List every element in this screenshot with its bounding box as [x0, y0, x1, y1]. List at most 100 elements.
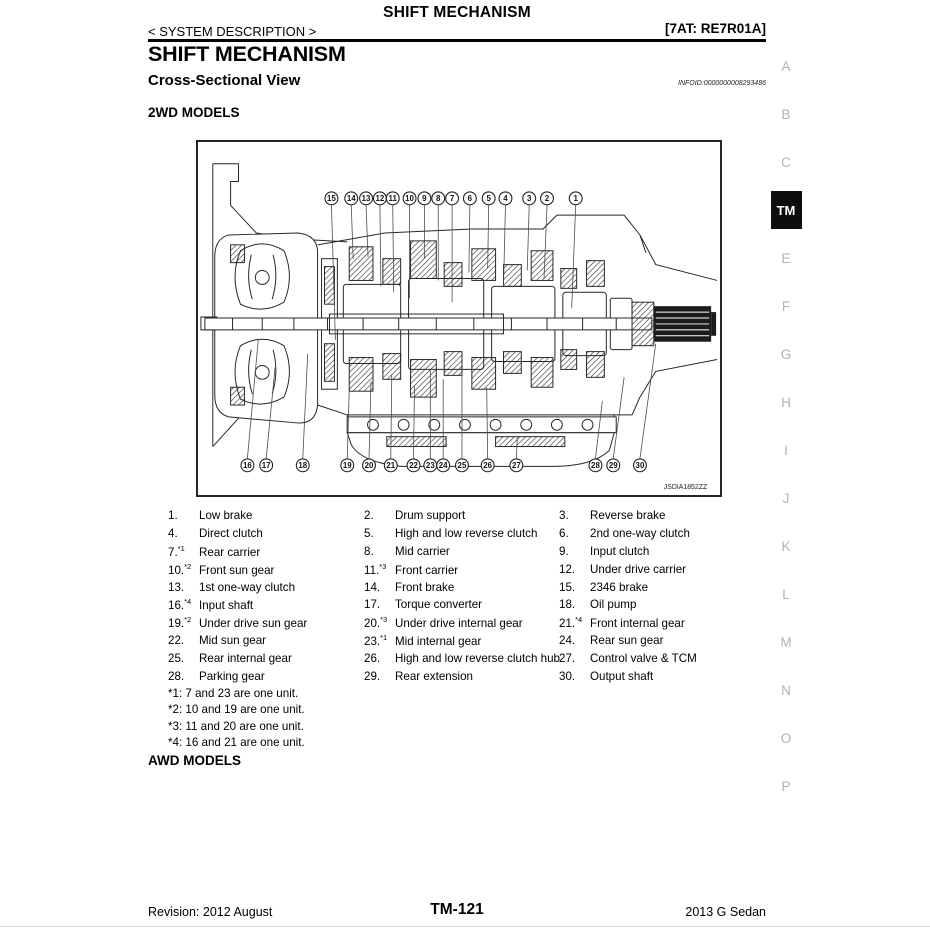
section-letter: H	[781, 394, 791, 410]
section-tab-f[interactable]: F	[766, 282, 806, 330]
footnote: *3: 11 and 20 are one unit.	[168, 719, 304, 733]
callout-6: 6	[468, 194, 473, 203]
callout-17	[259, 458, 274, 473]
callout-18: 18	[298, 461, 307, 470]
callout-1: 1	[573, 194, 578, 203]
model-code-label: [7AT: RE7R01A]	[664, 21, 766, 36]
callout-14: 14	[347, 194, 356, 203]
callout-21	[390, 375, 393, 459]
callout-9: 9	[422, 194, 427, 203]
legend-item: 8.Mid carrier	[364, 544, 450, 558]
callout-26	[486, 387, 489, 459]
section-tab-k[interactable]: K	[766, 522, 806, 570]
legend-item: 26.High and low reverse clutch hub	[364, 651, 560, 665]
callout-27	[515, 436, 518, 459]
callout-16	[247, 339, 259, 459]
callout-25	[454, 458, 469, 473]
legend-item: 25.Rear internal gear	[168, 651, 292, 665]
callout-22	[406, 458, 421, 473]
page-title: SHIFT MECHANISM	[148, 42, 346, 66]
legend-item: 3.Reverse brake	[559, 509, 666, 523]
callout-14	[344, 191, 359, 206]
infoid-label: INFOID:0000000008293486	[678, 80, 766, 87]
callout-6	[462, 191, 477, 206]
section-tab-b[interactable]: B	[766, 90, 806, 138]
callout-15	[324, 191, 339, 206]
callout-2: 2	[545, 194, 550, 203]
callout-10	[402, 191, 417, 206]
callout-20: 20	[365, 461, 374, 470]
section-tab-j[interactable]: J	[766, 474, 806, 522]
section-tab-tm[interactable]: TM	[766, 186, 806, 234]
oil-pan-control-valve	[346, 416, 617, 467]
callout-16: 16	[243, 461, 252, 470]
callout-1	[568, 191, 583, 206]
callout-13	[359, 191, 374, 206]
section-tab-m[interactable]: M	[766, 618, 806, 666]
callout-2	[540, 191, 554, 206]
callout-11	[392, 205, 395, 293]
legend-item: 15.2346 brake	[559, 580, 649, 594]
callout-17: 17	[262, 461, 271, 470]
cross-section-drawing: 1514131211109876543211617181920212223242…	[200, 163, 718, 491]
callout-15	[331, 205, 336, 340]
legend-item: 18.Oil pump	[559, 598, 637, 612]
callout-14	[350, 205, 354, 259]
breadcrumb-section-link[interactable]: < SYSTEM DESCRIPTION >	[148, 24, 317, 39]
legend-item: 9.Input clutch	[559, 544, 650, 558]
section-letter: P	[781, 778, 791, 794]
callout-27: 27	[512, 461, 521, 470]
clutch-packs-lower	[348, 349, 605, 398]
footnote: *2: 10 and 19 are one unit.	[168, 703, 305, 717]
footer-revision: Revision: 2012 August	[148, 905, 273, 919]
active-section-badge: TM	[770, 191, 802, 229]
section-tab-a[interactable]: A	[766, 42, 806, 90]
section-tab-c[interactable]: C	[766, 138, 806, 186]
callout-4: 4	[503, 194, 508, 203]
section-tab-n[interactable]: N	[766, 666, 806, 714]
footnote: *1: 7 and 23 are one unit.	[168, 687, 299, 700]
callout-20	[362, 458, 376, 473]
section-tab-l[interactable]: L	[766, 570, 806, 618]
section-tab-p[interactable]: P	[766, 762, 806, 810]
callout-26: 26	[483, 461, 492, 470]
callout-3: 3	[527, 194, 532, 203]
section-letter: C	[781, 154, 791, 170]
callout-30	[632, 458, 647, 473]
output-shaft-splines	[653, 306, 717, 342]
section-tab-h[interactable]: H	[766, 378, 806, 426]
callout-11: 11	[389, 194, 398, 203]
section-tab-i[interactable]: I	[766, 426, 806, 474]
legend-item: 13.1st one-way clutch	[168, 580, 296, 594]
section-letter: G	[780, 346, 792, 362]
legend-item: 29.Rear extension	[364, 669, 473, 683]
callout-22: 22	[409, 461, 418, 470]
legend-item: 30.Output shaft	[559, 669, 654, 683]
section-letter: J	[782, 490, 790, 506]
callout-22	[413, 385, 415, 459]
subsection-title: Cross-Sectional View	[148, 72, 301, 89]
callout-30	[639, 343, 657, 459]
callout-4	[498, 191, 513, 206]
callout-19	[346, 391, 350, 459]
section-letter: B	[781, 106, 791, 122]
callout-4	[503, 205, 506, 287]
legend-item: 28.Parking gear	[168, 669, 265, 683]
section-tab-e[interactable]: E	[766, 234, 806, 282]
callout-13: 13	[362, 194, 371, 203]
callout-19: 19	[343, 461, 352, 470]
callout-29	[612, 377, 625, 459]
section-tab-o[interactable]: O	[766, 714, 806, 762]
callout-1	[571, 205, 577, 309]
section-tab-g[interactable]: G	[766, 330, 806, 378]
section-letter: L	[782, 586, 790, 602]
callout-3	[526, 205, 530, 271]
page-header-title: SHIFT MECHANISM	[383, 4, 531, 21]
